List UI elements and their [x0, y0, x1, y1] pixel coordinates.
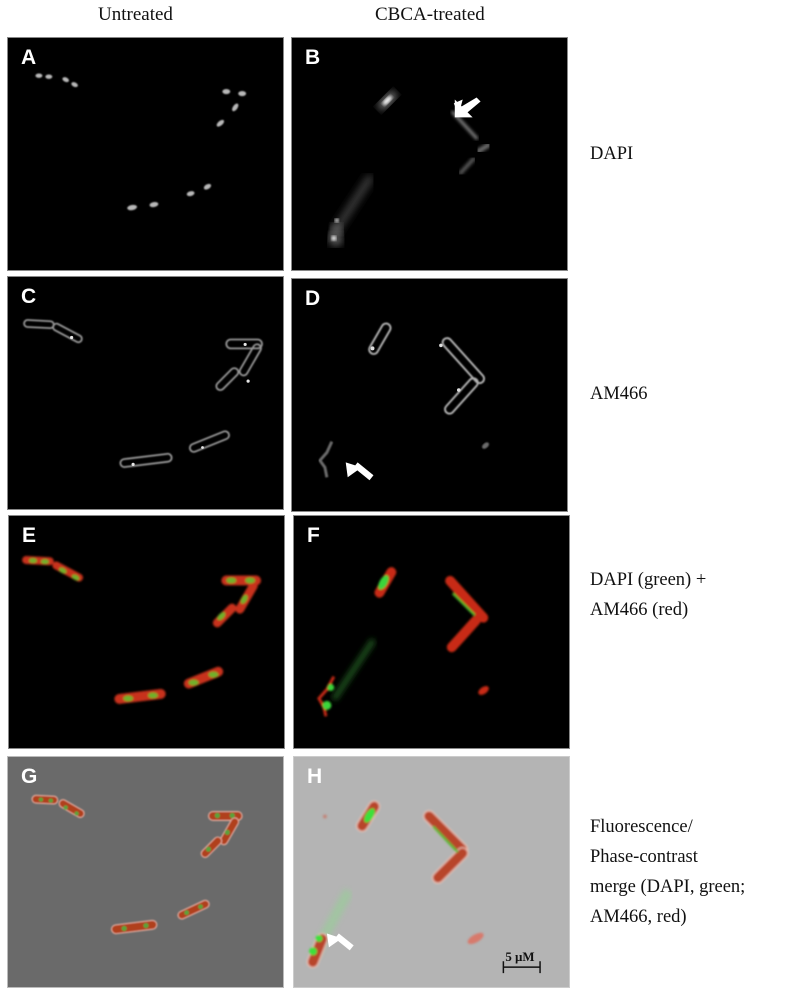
micrograph-dapi-cbca-treated	[327, 91, 491, 247]
panel-letter-e: E	[22, 524, 37, 547]
row-label-merge: DAPI (green) + AM466 (red)	[590, 565, 706, 625]
row-label-am466: AM466	[590, 379, 648, 409]
panel-f: F	[293, 515, 570, 749]
panel-c: C	[7, 276, 284, 510]
row-label-dapi: DAPI	[590, 139, 633, 169]
micrograph-phase-merge-cbca-treated: 5 µM	[306, 800, 541, 974]
panel-letter-d: D	[305, 287, 321, 310]
panel-letter-f: F	[307, 524, 320, 547]
panel-b: B	[291, 37, 568, 271]
arrow-annotation-d	[345, 462, 374, 481]
column-header-cbca-treated: CBCA-treated	[375, 4, 485, 25]
row-label-line: DAPI	[590, 144, 634, 164]
micrograph-merge-untreated	[22, 556, 262, 704]
row-label-line: Fluorescence/	[590, 817, 693, 837]
scale-bar: 5 µM	[502, 950, 541, 974]
panel-d: D	[291, 278, 568, 512]
row-label-line: AM466 (red)	[590, 600, 689, 620]
micrograph-am466-untreated	[23, 319, 263, 468]
panel-h: 5 µM H	[293, 756, 570, 988]
panel-g: G	[7, 756, 284, 988]
micrograph-am466-cbca-treated	[318, 322, 489, 481]
scale-bar-label: 5 µM	[505, 950, 534, 964]
panel-e: E	[8, 515, 285, 749]
panel-letter-g: G	[21, 765, 38, 788]
row-label-line: AM466	[590, 384, 648, 404]
panel-letter-c: C	[21, 285, 37, 308]
panel-letter-h: H	[307, 765, 323, 788]
column-header-untreated: Untreated	[98, 4, 173, 25]
row-label-phase-merge: Fluorescence/ Phase-contrast merge (DAPI…	[590, 812, 745, 932]
micrograph-dapi-untreated	[35, 73, 247, 211]
row-label-line: merge (DAPI, green;	[590, 877, 746, 897]
row-label-line: AM466, red)	[590, 907, 687, 927]
panel-letter-a: A	[21, 46, 37, 69]
arrow-annotation-b	[453, 97, 481, 118]
micrograph-merge-cbca-treated	[317, 567, 489, 717]
arrow-annotation-h	[326, 933, 354, 951]
panel-letter-b: B	[305, 46, 321, 69]
row-label-line: Phase-contrast	[590, 847, 698, 867]
micrograph-phase-merge-untreated	[31, 794, 243, 935]
row-label-line: DAPI (green) +	[590, 570, 707, 590]
panel-a: A	[7, 37, 284, 271]
